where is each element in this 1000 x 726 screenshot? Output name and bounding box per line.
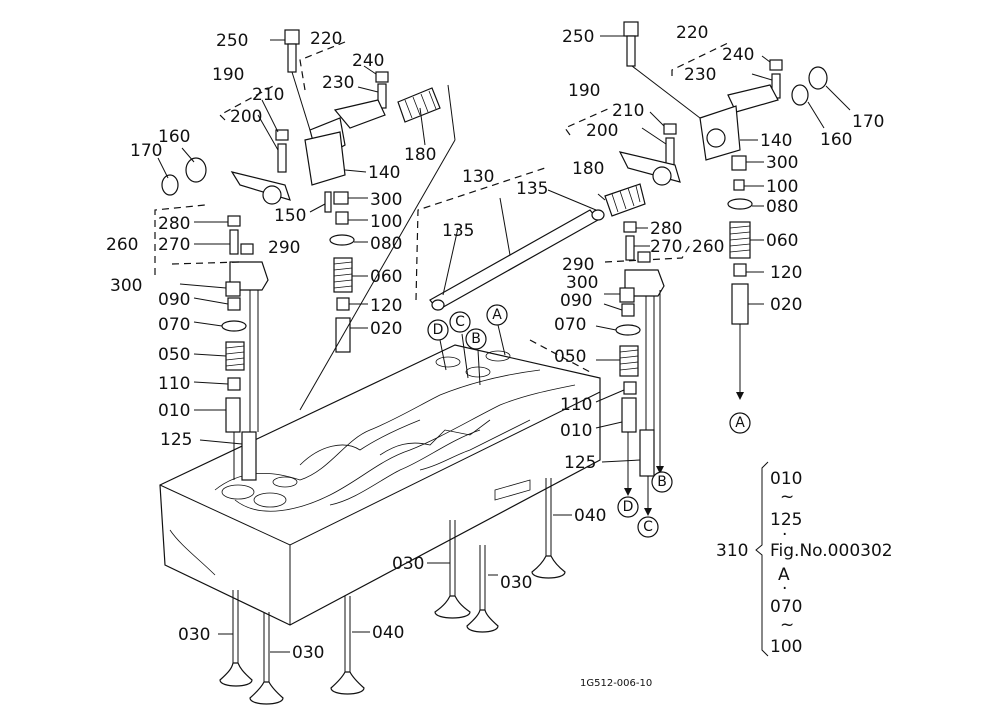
label-060b: 060 [766, 231, 798, 251]
label-230b: 230 [684, 65, 716, 85]
label-170a: 170 [130, 141, 162, 161]
callout-a1: A [492, 307, 502, 323]
left-rocker-assembly [154, 29, 441, 481]
label-180a: 180 [404, 145, 436, 165]
figure-code: 1G512-006-10 [580, 678, 652, 689]
label-300c: 300 [766, 153, 798, 173]
label-060a: 060 [370, 267, 402, 287]
label-190b: 190 [568, 81, 600, 101]
label-070b: 070 [554, 315, 586, 335]
label-190a: 190 [212, 65, 244, 85]
legend-a: A [778, 565, 790, 585]
label-120a: 120 [370, 296, 402, 316]
label-125a: 125 [160, 430, 192, 450]
label-040b: 040 [372, 623, 404, 643]
callout-c1: C [455, 314, 465, 330]
label-050b: 050 [554, 347, 586, 367]
label-290b: 290 [562, 255, 594, 275]
legend-text: 010 ~ 125 · Fig.No.000302 A · 070 ~ 100 [770, 469, 893, 657]
label-130a: 130 [462, 167, 494, 187]
label-180b: 180 [572, 159, 604, 179]
cylinder-head [159, 344, 601, 626]
legend-010: 010 [770, 469, 802, 489]
legend-tilde-1: ~ [780, 487, 794, 507]
label-200b: 200 [586, 121, 618, 141]
label-300d: 300 [566, 273, 598, 293]
label-220a: 220 [310, 29, 342, 49]
label-210b: 210 [612, 101, 644, 121]
callout-d2: D [623, 499, 634, 515]
label-100b: 100 [766, 177, 798, 197]
label-140b: 140 [760, 131, 792, 151]
label-230a: 230 [322, 73, 354, 93]
legend-125: 125 [770, 510, 802, 530]
part-labels: 250 220 240 230 190 210 200 160 170 180 … [106, 23, 884, 663]
callout-a2: A [735, 415, 745, 431]
label-030d: 030 [292, 643, 324, 663]
label-140a: 140 [368, 163, 400, 183]
label-160b: 160 [820, 130, 852, 150]
label-270b: 270 [650, 237, 682, 257]
legend-dot-1: · [782, 525, 787, 545]
label-240b: 240 [722, 45, 754, 65]
label-300b: 300 [110, 276, 142, 296]
legend-100: 100 [770, 637, 802, 657]
label-030b: 030 [500, 573, 532, 593]
label-210a: 210 [252, 85, 284, 105]
label-020a: 020 [370, 319, 402, 339]
label-100a: 100 [370, 212, 402, 232]
label-270a: 270 [158, 235, 190, 255]
label-070a: 070 [158, 315, 190, 335]
legend-dot-2: · [782, 579, 787, 599]
callout-d1: D [433, 322, 444, 338]
label-090a: 090 [158, 290, 190, 310]
label-020b: 020 [770, 295, 802, 315]
label-080b: 080 [766, 197, 798, 217]
label-250a: 250 [216, 31, 248, 51]
label-010b: 010 [560, 421, 592, 441]
label-050a: 050 [158, 345, 190, 365]
label-250b: 250 [562, 27, 594, 47]
label-160a: 160 [158, 127, 190, 147]
label-030c: 030 [178, 625, 210, 645]
label-010a: 010 [158, 401, 190, 421]
label-080a: 080 [370, 234, 402, 254]
label-260b: 260 [692, 237, 724, 257]
circle-callouts: D C B A A B D C [427, 304, 751, 538]
label-125b: 125 [564, 453, 596, 473]
legend-fig-no: Fig.No.000302 [770, 541, 893, 561]
label-280a: 280 [158, 214, 190, 234]
label-030a: 030 [392, 554, 424, 574]
rocker-shaft [299, 84, 605, 411]
label-220b: 220 [676, 23, 708, 43]
label-110a: 110 [158, 374, 190, 394]
label-290a: 290 [268, 238, 300, 258]
label-170b: 170 [852, 112, 884, 132]
label-090b: 090 [560, 291, 592, 311]
label-260a: 260 [106, 235, 138, 255]
callout-c2: C [643, 519, 653, 535]
right-rocker-assembly [564, 21, 851, 516]
label-300a: 300 [370, 190, 402, 210]
label-150a: 150 [274, 206, 306, 226]
label-200a: 200 [230, 107, 262, 127]
legend-tilde-2: ~ [780, 615, 794, 635]
valves [218, 478, 572, 705]
label-110b: 110 [560, 395, 592, 415]
label-120b: 120 [770, 263, 802, 283]
label-280b: 280 [650, 219, 682, 239]
label-240a: 240 [352, 51, 384, 71]
callout-pointers [439, 324, 591, 386]
callout-b1: B [471, 331, 481, 347]
legend-070: 070 [770, 597, 802, 617]
label-135a: 135 [442, 221, 474, 241]
legend-bracket [755, 461, 769, 657]
callout-b2: B [657, 474, 667, 490]
label-135b: 135 [516, 179, 548, 199]
label-040a: 040 [574, 506, 606, 526]
label-310: 310 [716, 541, 748, 561]
